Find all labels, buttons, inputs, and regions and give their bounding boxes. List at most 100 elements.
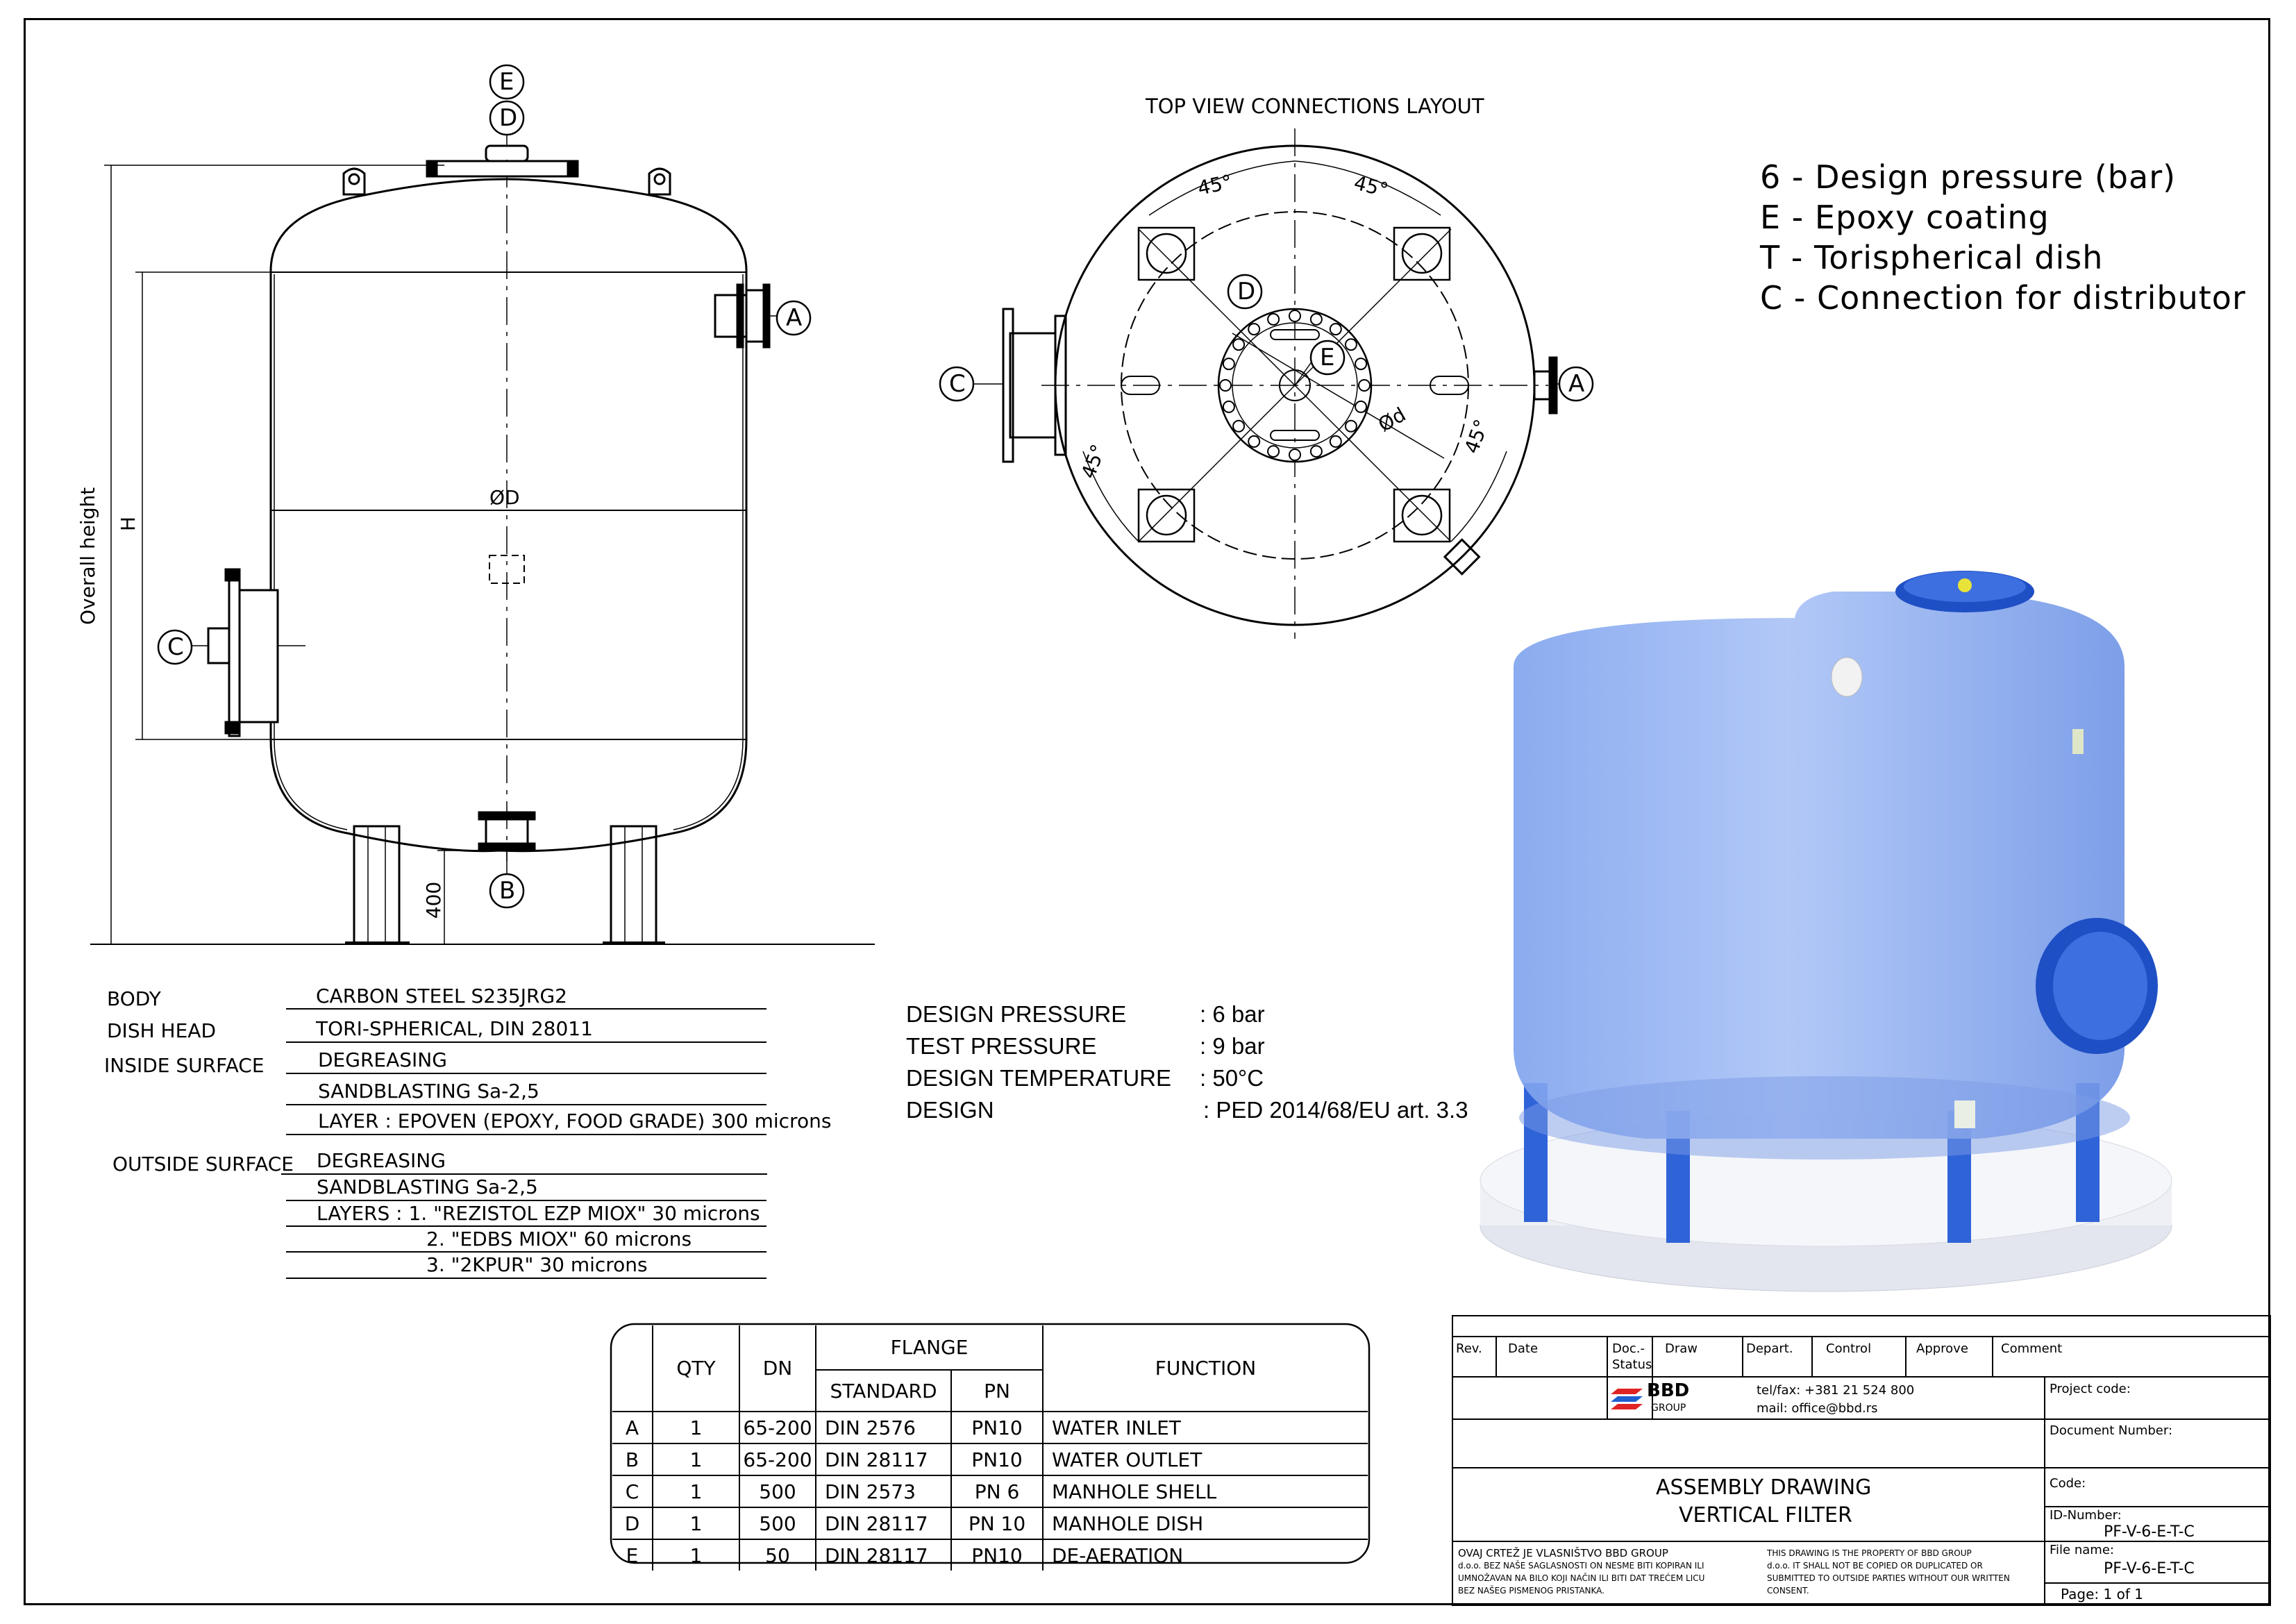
tb-col-rev: Rev.: [1456, 1341, 1482, 1356]
notice-en-1: THIS DRAWING IS THE PROPERTY OF BBD GROU…: [1767, 1548, 1972, 1558]
bolt-hole: [1344, 419, 1357, 433]
header-pn: PN: [950, 1369, 1044, 1412]
tb-col-doc: Doc.-: [1612, 1341, 1645, 1356]
tb-col-date: Date: [1508, 1341, 1539, 1356]
tb-col-status: Status: [1612, 1357, 1652, 1372]
bolt-hole: [1309, 445, 1323, 458]
bolt-hole: [1289, 449, 1301, 461]
leg-height-label: 400: [422, 881, 446, 919]
marker-b: B: [499, 877, 516, 905]
tb-col-control: Control: [1826, 1341, 1872, 1356]
drawing-title-1: ASSEMBLY DRAWING: [1656, 1475, 1872, 1500]
cell-standard: DIN 28117: [815, 1507, 952, 1540]
spec-outside-4: 2. "EDBS MIOX" 60 microns: [426, 1228, 692, 1250]
marker-c: C: [167, 633, 184, 661]
diameter-label: ØD: [489, 486, 520, 509]
cell-standard: DIN 28117: [815, 1539, 952, 1571]
company-mail: mail: office@bbd.rs: [1757, 1401, 1878, 1416]
tb-col-approve: Approve: [1916, 1341, 1968, 1356]
code-label: Code:: [2050, 1476, 2086, 1491]
spec-outside-3: LAYERS : 1. "REZISTOL EZP MIOX" 30 micro…: [317, 1202, 760, 1225]
spec-dish-label: DISH HEAD: [107, 1019, 217, 1042]
bolt-hole: [1267, 445, 1280, 458]
cell-pn: PN10: [950, 1539, 1044, 1571]
design-pressure-value: : 6 bar: [1200, 1001, 1265, 1027]
title-block-lines: [1452, 1315, 2271, 1606]
vessel-shell: [269, 178, 748, 853]
bolt-hole: [1309, 312, 1323, 326]
cell-dn: 65-200: [739, 1411, 816, 1444]
file-name-value: PF-V-6-E-T-C: [2104, 1560, 2195, 1577]
page-number: Page: 1 of 1: [2061, 1586, 2143, 1602]
header-standard: STANDARD: [815, 1369, 952, 1412]
notice-en-3: SUBMITTED TO OUTSIDE PARTIES WITHOUT OUR…: [1767, 1573, 2010, 1583]
legend-item-connection: C - Connection for distributor: [1760, 279, 2246, 317]
bolt-hole: [1344, 338, 1357, 351]
bolt-hole: [1232, 419, 1246, 433]
notice-sr-4: BEZ NAŠEG PISMENOG PRISTANKA.: [1458, 1586, 1604, 1596]
spec-outside-2: SANDBLASTING Sa-2,5: [317, 1175, 538, 1198]
cell-qty: 1: [652, 1507, 740, 1540]
spec-inside-label: INSIDE SURFACE: [104, 1054, 265, 1077]
cell-standard: DIN 2573: [815, 1475, 952, 1508]
notice-sr-1: OVAJ CRTEŽ JE VLASNIŠTVO BBD GROUP: [1458, 1547, 1668, 1559]
design-standard-value: : PED 2014/68/EU art. 3.3: [1203, 1097, 1468, 1123]
id-number-value: PF-V-6-E-T-C: [2104, 1523, 2195, 1541]
cell-pn: PN 6: [950, 1475, 1044, 1508]
document-number-label: Document Number:: [2050, 1423, 2173, 1438]
cell-dn: 500: [739, 1507, 816, 1540]
bolt-hole: [1289, 310, 1301, 322]
bolt-hole: [1358, 379, 1371, 392]
tb-col-draw: Draw: [1665, 1341, 1698, 1356]
cell-pn: PN10: [950, 1411, 1044, 1444]
legend-item-coating: E - Epoxy coating: [1760, 199, 2050, 236]
spec-inside-3: LAYER : EPOVEN (EPOXY, FOOD GRADE) 300 m…: [318, 1110, 832, 1132]
cell-qty: 1: [652, 1443, 740, 1476]
cell-pn: PN 10: [950, 1507, 1044, 1540]
top-view-title: TOP VIEW CONNECTIONS LAYOUT: [1146, 94, 1484, 118]
company-sub: GROUP: [1651, 1403, 1686, 1414]
test-pressure-value: : 9 bar: [1200, 1033, 1265, 1059]
marker-d: D: [499, 104, 518, 132]
notice-en-4: CONSENT.: [1767, 1586, 1809, 1596]
bolt-hole: [1222, 400, 1235, 413]
front-markers: [157, 64, 812, 909]
cell-dn: 65-200: [739, 1443, 816, 1476]
spec-dish-value: TORI-SPHERICAL, DIN 28011: [316, 1017, 593, 1040]
cell-function: DE-AERATION: [1042, 1539, 1368, 1571]
bolt-hole: [1329, 435, 1342, 448]
vessel-3d-render: [1480, 571, 2172, 1292]
overall-height-label: Overall height: [76, 487, 99, 625]
cell-qty: 1: [652, 1539, 740, 1571]
cell-id: C: [612, 1475, 653, 1508]
file-name-label: File name:: [2050, 1543, 2114, 1557]
bolt-hole: [1329, 323, 1342, 336]
h-label: H: [117, 516, 140, 532]
spec-outside-1: DEGREASING: [317, 1149, 446, 1172]
spec-inside-2: SANDBLASTING Sa-2,5: [318, 1080, 539, 1103]
cell-function: MANHOLE SHELL: [1042, 1475, 1368, 1508]
company-name: BBD: [1647, 1380, 1690, 1401]
spec-body-value: CARBON STEEL S235JRG2: [316, 985, 567, 1007]
bolt-hole: [1248, 323, 1261, 336]
bolt-hole: [1232, 338, 1246, 351]
bolt-hole: [1248, 435, 1261, 448]
front-view: [90, 127, 875, 945]
cell-standard: DIN 2576: [815, 1411, 952, 1444]
notice-en-2: d.o.o. IT SHALL NOT BE COPIED OR DUPLICA…: [1767, 1561, 1983, 1571]
company-phone: tel/fax: +381 21 524 800: [1757, 1383, 1915, 1398]
spec-inside-1: DEGREASING: [318, 1048, 447, 1071]
header-dn: DN: [739, 1325, 816, 1412]
bolt-hole: [1222, 358, 1235, 371]
notice-sr-3: UMNOŽAVAN NA BILO KOJI NAČIN ILI BITI DA…: [1458, 1573, 1705, 1583]
header-flange: FLANGE: [815, 1325, 1044, 1371]
top-marker-e: E: [1320, 344, 1335, 371]
header-function: FUNCTION: [1042, 1325, 1368, 1412]
cell-standard: DIN 28117: [815, 1443, 952, 1476]
header-qty: QTY: [652, 1325, 740, 1412]
cell-id: D: [612, 1507, 653, 1540]
spec-outside-label: OUTSIDE SURFACE: [112, 1153, 294, 1175]
